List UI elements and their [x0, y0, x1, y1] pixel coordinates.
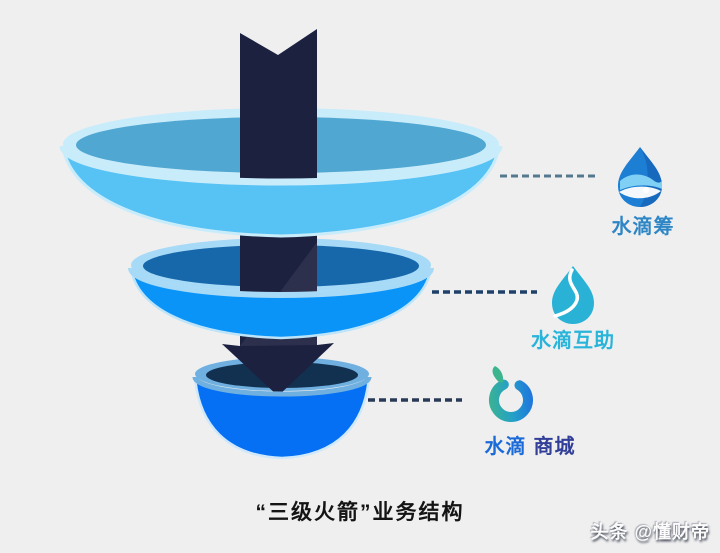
label-shuidichou: 水滴筹	[611, 216, 675, 238]
tier-3-front-rim-band	[192, 376, 372, 397]
label-shuidi-mall: 水滴商城	[475, 430, 585, 459]
watermark-credit: 头条 @懂财帝	[590, 522, 710, 542]
label-shuidi-mall-part1: 水滴	[484, 436, 527, 458]
drop-wave-white	[619, 186, 661, 199]
tier-2-front-rim-band	[128, 267, 434, 298]
shuidichou-logo-icon	[618, 147, 662, 207]
drop-wave-light	[620, 174, 662, 190]
funnel-tier-2-body	[128, 267, 434, 340]
huzhu-s-curve	[553, 268, 580, 318]
label-shuidi-huzhu: 水滴互助	[531, 330, 615, 352]
mall-swirl-leaf	[492, 366, 504, 383]
label-shuidi-mall-part2: 商城	[533, 436, 576, 458]
shuidi-mall-logo-icon	[489, 366, 533, 422]
huzhu-drop-base	[552, 266, 594, 324]
funnel-tier-3-body	[192, 376, 372, 460]
mall-swirl-ring	[489, 379, 533, 422]
caption-title: “三级火箭”业务结构	[255, 501, 465, 524]
tier-1-front-rim-band	[59, 145, 503, 186]
drop-dot	[643, 187, 649, 193]
shuidi-huzhu-logo-icon	[552, 266, 594, 324]
funnel-tier-1-body	[59, 145, 503, 238]
